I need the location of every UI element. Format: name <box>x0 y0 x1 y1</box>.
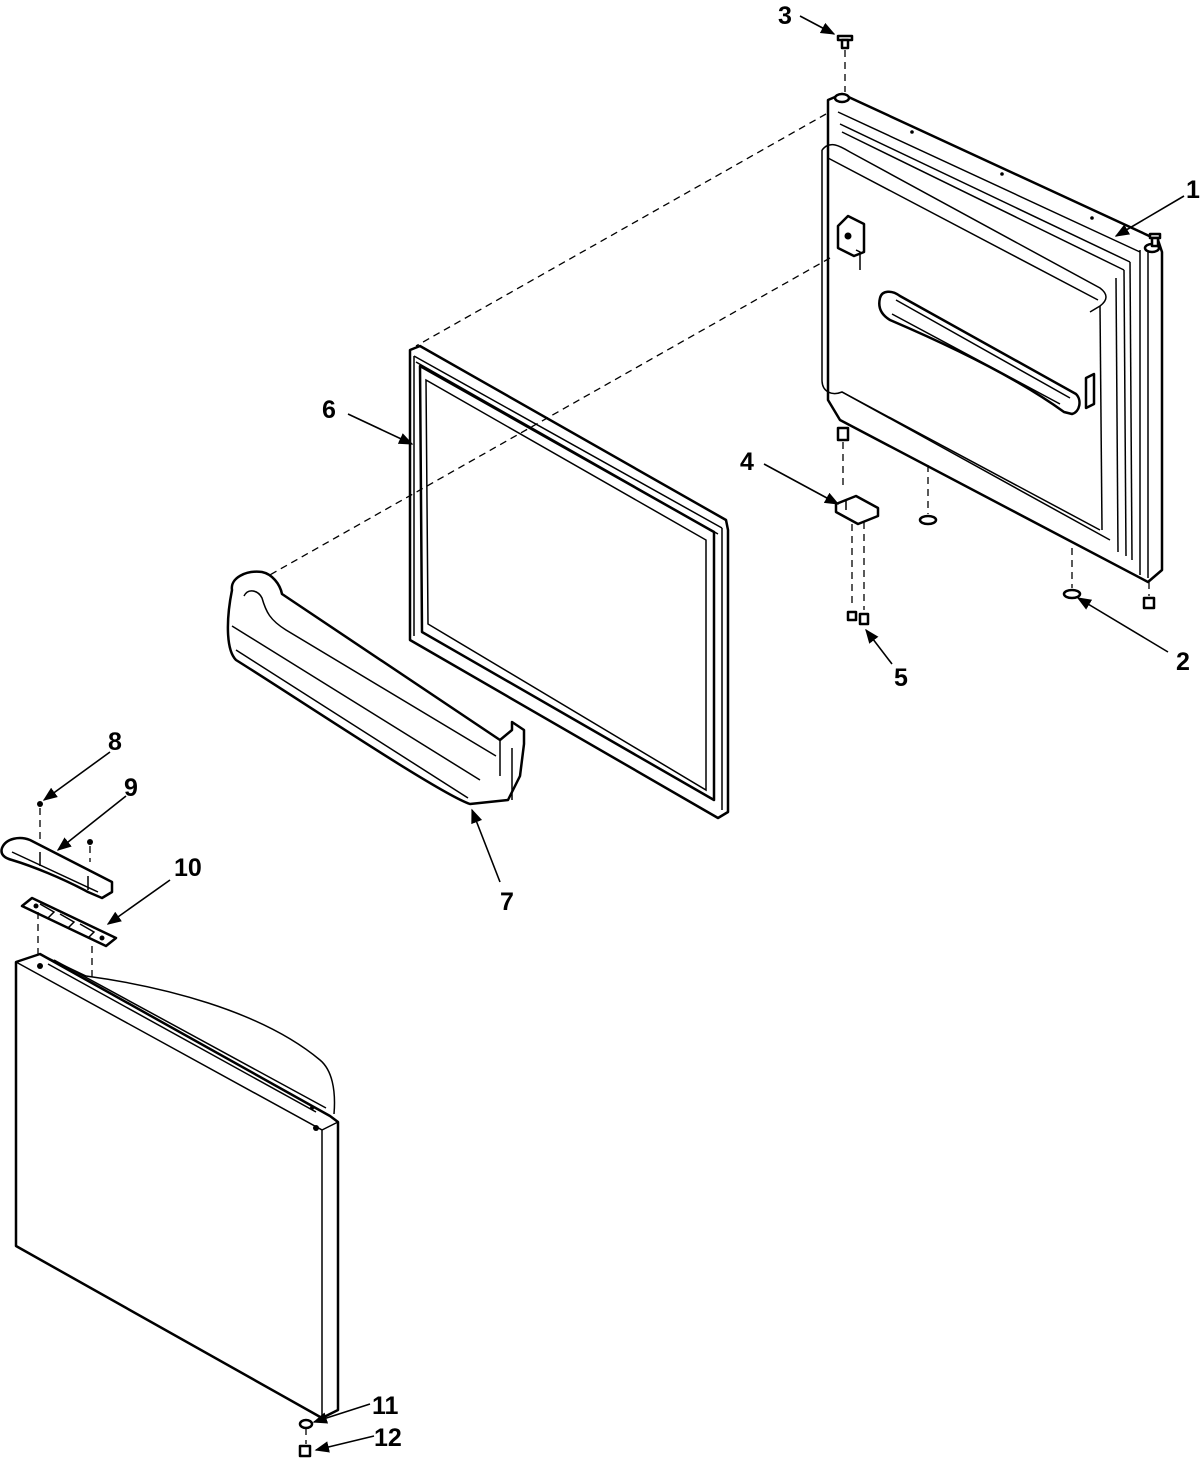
screw-right <box>1148 232 1162 248</box>
leader-12 <box>314 1435 375 1453</box>
screw-part-3 <box>836 34 854 50</box>
leader-5 <box>865 628 893 665</box>
leader-2 <box>1076 597 1169 653</box>
bushing-part-11 <box>298 1418 314 1430</box>
handle-cap-part-9 <box>0 836 114 900</box>
callout-7: 7 <box>500 888 514 916</box>
leader-6 <box>347 413 414 445</box>
callout-12: 12 <box>374 1424 402 1452</box>
callout-6: 6 <box>322 396 336 424</box>
bracket-part-4 <box>834 494 880 526</box>
leader-9 <box>56 795 127 851</box>
leader-10 <box>106 879 171 925</box>
screw-part-5 <box>846 610 870 626</box>
callout-1: 1 <box>1186 176 1200 204</box>
leader-3 <box>799 15 836 35</box>
callout-2: 2 <box>1176 648 1190 676</box>
washer-part-2 <box>918 514 1082 600</box>
screw-part-12 <box>298 1444 312 1458</box>
door-gasket-part <box>408 344 730 820</box>
callout-9: 9 <box>124 774 138 802</box>
alignment-line-top <box>415 113 827 347</box>
screw-bottom-right <box>1142 596 1156 610</box>
door-liner-part <box>821 92 1164 584</box>
callout-8: 8 <box>108 728 122 756</box>
lower-door-panel <box>14 952 340 1420</box>
screw-part-8 <box>37 801 93 845</box>
leader-7 <box>471 808 501 883</box>
callout-11: 11 <box>372 1392 399 1420</box>
leader-11 <box>312 1403 371 1424</box>
handle-gasket-part-10 <box>20 896 118 948</box>
leader-4 <box>763 463 840 505</box>
callout-5: 5 <box>894 664 908 692</box>
leader-1 <box>1114 195 1185 237</box>
leader-8 <box>42 751 111 801</box>
callout-3: 3 <box>778 2 792 30</box>
callout-10: 10 <box>174 854 202 882</box>
callout-4: 4 <box>740 448 754 476</box>
door-bin-part <box>226 570 526 806</box>
screw-left-liner <box>836 426 850 442</box>
